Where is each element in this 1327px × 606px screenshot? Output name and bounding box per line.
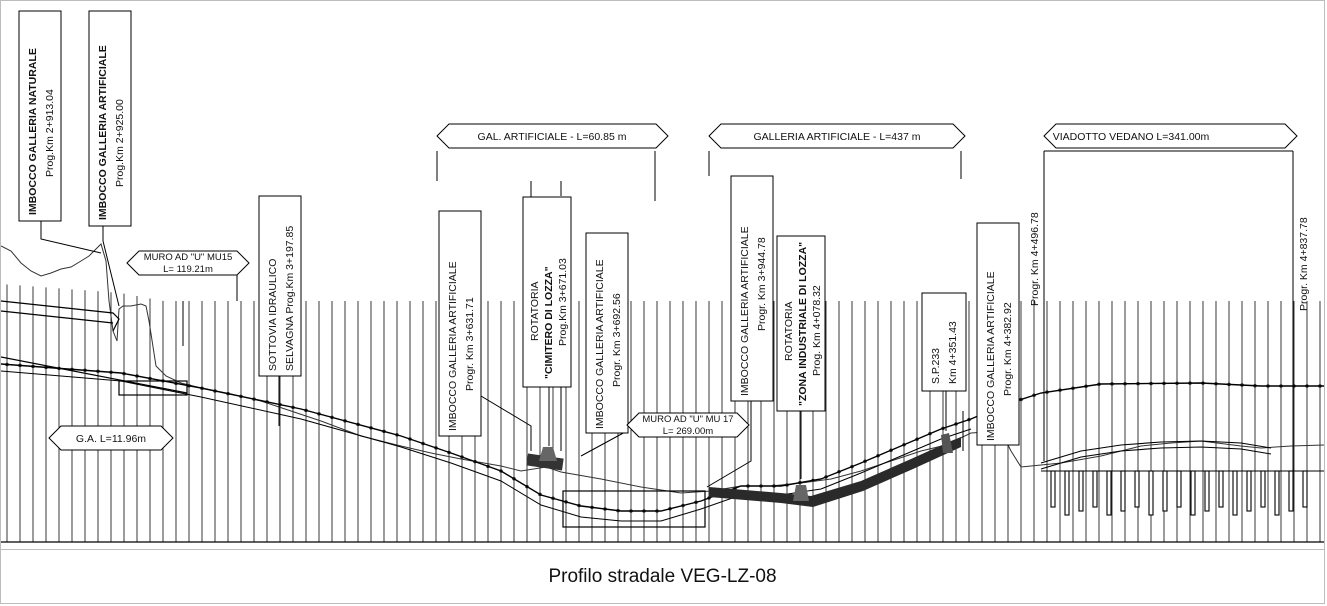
label-muro-mu17: MURO AD "U" MU 17 L= 269.00m: [626, 412, 750, 438]
header-galleria-artificiale: GALLERIA ARTIFICIALE - L=437 m: [708, 123, 966, 149]
progr-start-text: Progr. Km 4+496.78: [1029, 212, 1041, 306]
gallery-segments: [526, 433, 961, 528]
rotatoria-zona-line2: "ZONA INDUSTRIALE DI LOZZA": [797, 242, 809, 406]
label-imbocco-e: IMBOCCO GALLERIA ARTIFICIALE Progr. Km 4…: [976, 222, 1020, 446]
muro-mu17-line1: MURO AD "U" MU 17: [642, 414, 733, 425]
viaduct-vedano: [1040, 440, 1324, 516]
rotatoria-cimitero-line2: "CIMITERO DI LOZZA": [543, 266, 555, 379]
label-sp233: S.P.233 Km 4+351.43: [921, 292, 967, 392]
label-rotatoria-zona: ROTATORIA "ZONA INDUSTRIALE DI LOZZA" Pr…: [776, 235, 826, 412]
imbocco-c-line1: IMBOCCO GALLERIA ARTIFICIALE: [594, 259, 606, 429]
imbocco-naturale-line1: IMBOCCO GALLERIA NATURALE: [27, 48, 39, 215]
rotatoria-zona-line1: ROTATORIA: [783, 301, 795, 361]
progr-end-text: Progr. Km 4+837.78: [1298, 217, 1310, 311]
viaduct-pier: [1176, 470, 1182, 508]
viaduct-pier: [1162, 470, 1168, 512]
viaduct-pier: [1246, 470, 1252, 512]
viaduct-pier: [1302, 470, 1308, 508]
header-viadotto: VIADOTTO VEDANO L=341.00m: [1043, 123, 1298, 149]
label-rotatoria-cimitero: ROTATORIA "CIMITERO DI LOZZA" Prog.Km 3+…: [522, 196, 572, 388]
imbocco-e-line1: IMBOCCO GALLERIA ARTIFICIALE: [985, 271, 997, 441]
label-imbocco-naturale: IMBOCCO GALLERIA NATURALE Prog.Km 2+913.…: [18, 10, 62, 222]
sp233-line2: Km 4+351.43: [947, 321, 959, 384]
imbocco-b-line2: Progr. Km 3+631.71: [464, 297, 476, 391]
viaduct-pier: [1260, 470, 1266, 508]
leader-lines: [40, 150, 1294, 488]
terrain-line: [1, 243, 1324, 494]
figure-caption: Profilo stradale VEG-LZ-08: [548, 565, 777, 587]
label-imbocco-c: IMBOCCO GALLERIA ARTIFICIALE Progr. Km 3…: [585, 232, 629, 434]
label-imbocco-artificiale-a: IMBOCCO GALLERIA ARTIFICIALE Prog.Km 2+9…: [88, 10, 132, 227]
imbocco-c-line2: Progr. Km 3+692.56: [611, 293, 623, 387]
viaduct-pier: [1148, 470, 1154, 516]
imbocco-a-line2: Prog.Km 2+925.00: [114, 99, 126, 187]
viaduct-pier: [1120, 470, 1126, 512]
road-profile-line: [1, 363, 1324, 512]
rotatoria-cimitero-line1: ROTATORIA: [529, 281, 541, 341]
viaduct-pier: [1190, 470, 1196, 516]
muro-mu15-line2: L= 119.21m: [163, 264, 213, 275]
label-ga-short: G.A. L=11.96m: [48, 425, 174, 451]
gal-artificiale-header: GAL. ARTIFICIALE - L=60.85 m: [478, 131, 627, 143]
label-sottovia: SOTTOVIA IDRAULICO SELVAGNA Prog.Km 3+19…: [258, 195, 302, 377]
imbocco-naturale-line2: Prog.Km 2+913.04: [44, 89, 56, 177]
viaduct-pier: [1092, 470, 1098, 508]
viaduct-pier: [1078, 470, 1084, 512]
muro-mu17-line2: L= 269.00m: [663, 426, 714, 437]
tunnel-left: [1, 300, 188, 396]
viadotto-header: VIADOTTO VEDANO L=341.00m: [1053, 131, 1210, 143]
label-imbocco-d: IMBOCCO GALLERIA ARTIFICIALE Progr. Km 3…: [730, 175, 774, 402]
imbocco-d-line2: Progr. Km 3+944.78: [756, 237, 768, 331]
viaduct-pier: [1232, 470, 1238, 516]
sottovia-line2: SELVAGNA Prog.Km 3+197.85: [284, 226, 296, 371]
muro-mu15-line1: MURO AD "U" MU15: [144, 252, 233, 263]
imbocco-e-line2: Progr. Km 4+382.92: [1002, 302, 1014, 396]
imbocco-b-line1: IMBOCCO GALLERIA ARTIFICIALE: [447, 261, 459, 431]
ga-short-text: G.A. L=11.96m: [76, 433, 146, 445]
sottovia-line1: SOTTOVIA IDRAULICO: [267, 259, 279, 371]
caption-bar: Profilo stradale VEG-LZ-08: [1, 549, 1324, 603]
road-profile-drawing: GAL. ARTIFICIALE - L=60.85 m GALLERIA AR…: [1, 10, 1324, 543]
viaduct-pier: [1106, 470, 1112, 516]
viaduct-pier: [1050, 470, 1056, 508]
sp233-line1: S.P.233: [930, 348, 942, 384]
rotatoria-zona-line3: Prog. Km 4+078.32: [811, 285, 823, 376]
imbocco-a-line1: IMBOCCO GALLERIA ARTIFICIALE: [97, 45, 109, 220]
header-gal-artificiale: GAL. ARTIFICIALE - L=60.85 m: [436, 123, 669, 149]
label-progr-end: Progr. Km 4+837.78: [1298, 217, 1310, 311]
viaduct-pier: [1204, 470, 1210, 512]
label-muro-mu15: MURO AD "U" MU15 L= 119.21m: [126, 250, 250, 276]
imbocco-d-line1: IMBOCCO GALLERIA ARTIFICIALE: [739, 226, 751, 396]
viaduct-pier: [1218, 470, 1224, 508]
galleria-artificiale-header: GALLERIA ARTIFICIALE - L=437 m: [753, 131, 920, 143]
viaduct-pier: [1134, 470, 1140, 508]
viaduct-pier: [1288, 470, 1294, 512]
label-progr-start: Progr. Km 4+496.78: [1029, 212, 1041, 306]
road-profile-lower: [1, 370, 972, 522]
viaduct-pier: [1274, 470, 1280, 516]
label-imbocco-b: IMBOCCO GALLERIA ARTIFICIALE Progr. Km 3…: [438, 210, 482, 437]
rotatoria-cimitero-line3: Prog.Km 3+671.03: [557, 258, 569, 346]
viaduct-pier: [1064, 470, 1070, 516]
